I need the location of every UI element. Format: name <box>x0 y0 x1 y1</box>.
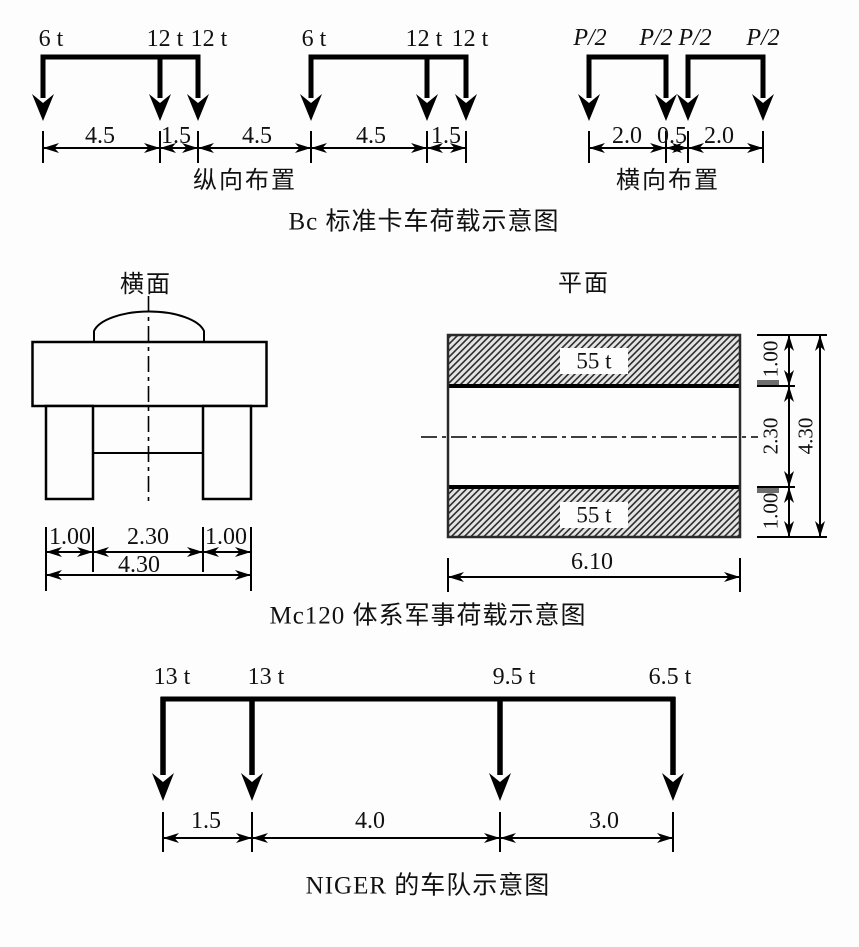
load-arrow-shafts <box>40 55 469 98</box>
load-label: 12 t <box>190 26 228 52</box>
plan-outline <box>446 333 742 539</box>
track-load-label: 55 t <box>576 502 612 528</box>
strip-edge-extension <box>757 380 779 493</box>
load-label: P/2 <box>639 25 673 51</box>
dim-label: 2.0 <box>612 123 642 149</box>
load-arrow-shafts <box>160 697 676 775</box>
load-label: 13 t <box>247 664 285 690</box>
dim-label: 4.0 <box>355 808 385 834</box>
right-track <box>201 404 253 501</box>
dim-label: 4.5 <box>242 123 272 149</box>
dim-total-label: 4.30 <box>793 417 818 455</box>
dim-label: 2.30 <box>127 524 169 550</box>
dim-ticks <box>162 812 674 852</box>
dim-label: 1.5 <box>191 808 221 834</box>
load-arrow-heads <box>32 94 477 121</box>
load-label: P/2 <box>678 25 712 51</box>
load-arrow-shafts <box>586 55 766 98</box>
load-label-box <box>560 502 628 528</box>
dim-label: 0.5 <box>657 123 687 149</box>
longitudinal-arrangement-label: 纵向布置 <box>193 168 297 194</box>
dim-label: 1.00 <box>205 524 247 550</box>
load-label: 12 t <box>146 26 184 52</box>
load-label: P/2 <box>746 25 780 51</box>
dim-label: 4.5 <box>85 123 115 149</box>
niger-drawing <box>152 696 684 852</box>
bc-longitudinal-drawing <box>32 54 477 163</box>
load-label: 12 t <box>451 26 489 52</box>
load-label: 9.5 t <box>492 664 536 690</box>
cross-section-label: 横面 <box>120 272 172 298</box>
load-arrow-heads <box>578 94 774 121</box>
length-dim-label: 6.10 <box>571 549 613 575</box>
dim-total-label: 4.30 <box>118 552 160 578</box>
dim-label: 1.00 <box>758 492 783 530</box>
load-arrow-heads <box>152 773 684 801</box>
dim-label: 2.0 <box>704 123 734 149</box>
dim-label: 1.5 <box>161 123 191 149</box>
dim-label: 1.5 <box>431 123 461 149</box>
load-label: 6.5 t <box>648 664 692 690</box>
load-label: 13 t <box>153 664 191 690</box>
load-label: 6 t <box>301 26 327 52</box>
load-label-box <box>560 348 628 374</box>
bc-caption: Bc 标准卡车荷载示意图 <box>288 208 560 236</box>
dim-label: 3.0 <box>589 808 619 834</box>
track-load-label: 55 t <box>576 348 612 374</box>
load-label: 12 t <box>405 26 443 52</box>
transverse-arrangement-label: 横向布置 <box>616 168 720 194</box>
mc120-caption: Mc120 体系军事荷载示意图 <box>269 602 587 630</box>
hull-body <box>31 340 268 408</box>
plan-view-label: 平面 <box>558 271 610 297</box>
load-label: 6 t <box>38 26 64 52</box>
mc120-plan-drawing <box>421 333 827 592</box>
bc-transverse-drawing <box>578 54 774 163</box>
dim-label: 4.5 <box>356 123 386 149</box>
load-label: P/2 <box>573 25 607 51</box>
dim-label: 1.00 <box>758 340 783 378</box>
left-track <box>44 404 95 501</box>
dim-label: 2.30 <box>758 417 783 455</box>
mc120-cross-section-drawing <box>31 296 268 591</box>
dim-label: 1.00 <box>49 524 91 550</box>
niger-caption: NIGER 的车队示意图 <box>305 872 551 900</box>
